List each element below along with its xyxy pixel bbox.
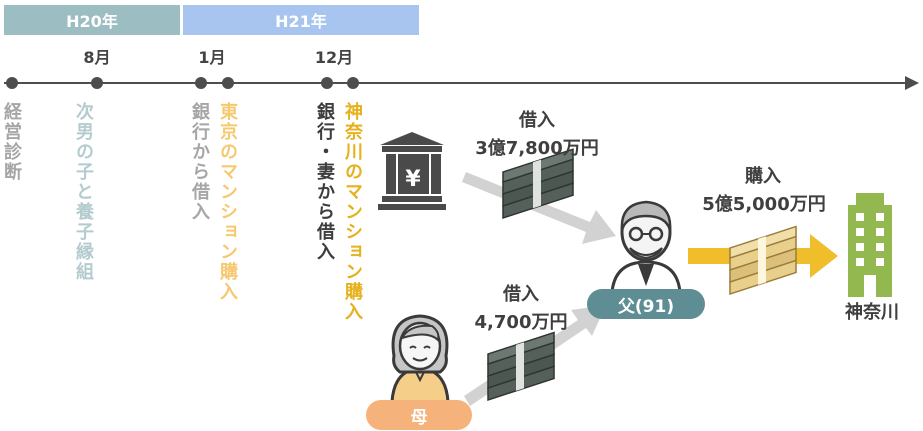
timeline-arrowhead bbox=[905, 76, 919, 90]
money-stack-gold-icon bbox=[729, 225, 797, 295]
money-stack-icon bbox=[487, 331, 555, 401]
father-avatar-icon bbox=[610, 200, 682, 294]
mother-label: 母 bbox=[410, 407, 428, 428]
bank-icon bbox=[378, 132, 446, 210]
property-label: 神奈川 bbox=[845, 302, 899, 323]
timeline-dot bbox=[222, 77, 234, 89]
era-h21-label: H21年 bbox=[275, 12, 327, 31]
month-jan: 1月 bbox=[198, 48, 226, 67]
bank-loan-arrow bbox=[462, 172, 616, 244]
event-tokyo-purchase: 東京のマンション購入 bbox=[217, 102, 238, 302]
event-adoption: 次男の子と養子縁組 bbox=[73, 102, 94, 282]
bank-loan-amount: 3億7,800万円 bbox=[475, 138, 599, 159]
era-h20-bar: H20年 bbox=[4, 5, 180, 35]
father-label: 父(91) bbox=[617, 296, 675, 317]
father-badge: 父(91) bbox=[587, 289, 705, 319]
mother-badge: 母 bbox=[366, 400, 472, 430]
bank-loan-title: 借入 bbox=[519, 110, 555, 131]
month-dec: 12月 bbox=[314, 48, 354, 67]
event-bank-wife-loan: 銀行・妻から借入 bbox=[314, 102, 335, 262]
timeline-dot bbox=[6, 77, 18, 89]
mother-loan-amount: 4,700万円 bbox=[474, 312, 568, 333]
timeline-dot bbox=[347, 77, 359, 89]
event-management-diagnosis: 経営診断 bbox=[1, 102, 22, 182]
mother-avatar-icon bbox=[390, 314, 450, 404]
event-kanagawa-purchase: 神奈川のマンション購入 bbox=[342, 102, 363, 322]
purchase-arrowhead bbox=[810, 234, 838, 278]
timeline-dot bbox=[195, 77, 207, 89]
mother-loan-title: 借入 bbox=[503, 284, 539, 305]
era-h21-bar: H21年 bbox=[183, 5, 419, 35]
month-aug: 8月 bbox=[83, 48, 111, 67]
timeline-dot bbox=[91, 77, 103, 89]
event-bank-loan-tokyo: 銀行から借入 bbox=[189, 102, 210, 222]
timeline-dot bbox=[321, 77, 333, 89]
era-h20-label: H20年 bbox=[66, 12, 118, 31]
yen-symbol: ¥ bbox=[405, 167, 421, 192]
building-icon bbox=[848, 193, 892, 297]
money-stack-icon bbox=[502, 148, 574, 219]
purchase-title: 購入 bbox=[745, 166, 781, 187]
purchase-amount: 5億5,000万円 bbox=[702, 194, 826, 215]
